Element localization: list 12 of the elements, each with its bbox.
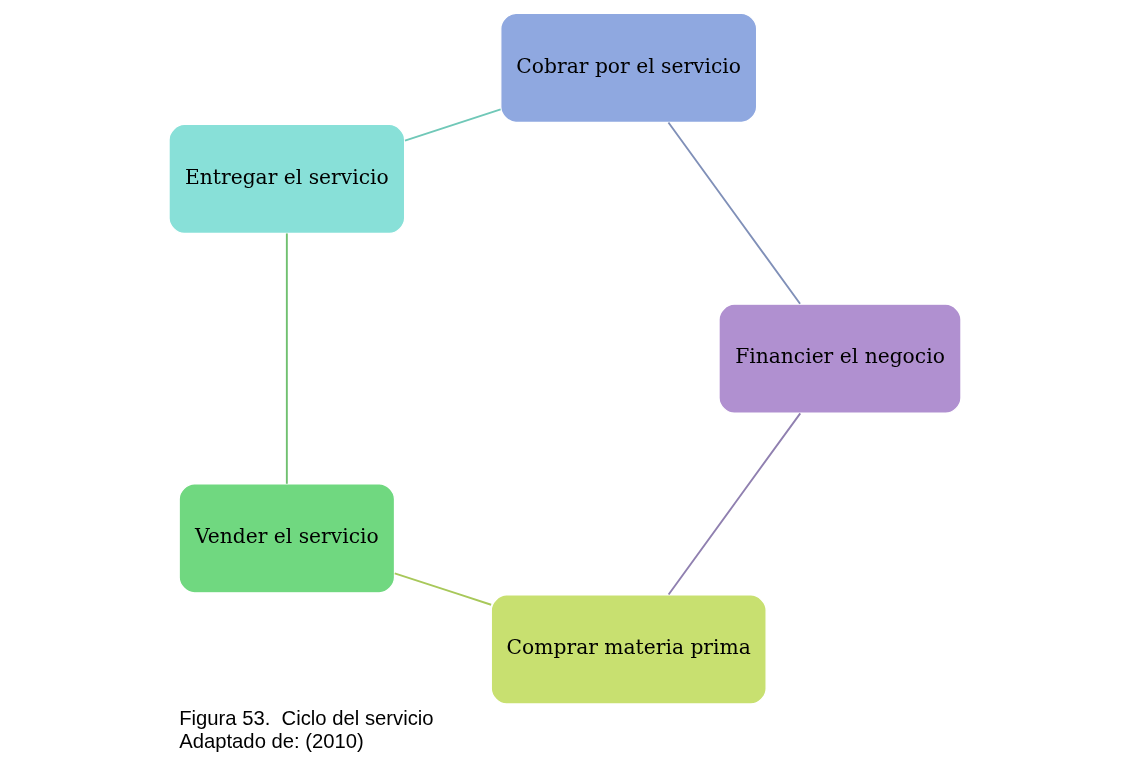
node-box: Financier el negocio — [718, 303, 962, 414]
connector — [393, 572, 493, 606]
node-box: Entregar el servicio — [168, 123, 406, 234]
connector — [404, 108, 502, 142]
caption: Adaptado de: (2010) — [179, 729, 364, 752]
diagram-title: Figura 53. Ciclo del servicio — [179, 707, 434, 730]
connector — [285, 232, 288, 485]
connector — [667, 121, 801, 305]
node-box: Cobrar por el servicio — [500, 12, 758, 123]
connector — [667, 412, 802, 596]
node-box: Vender el servicio — [178, 483, 396, 594]
node-box: Comprar materia prima — [490, 594, 767, 705]
